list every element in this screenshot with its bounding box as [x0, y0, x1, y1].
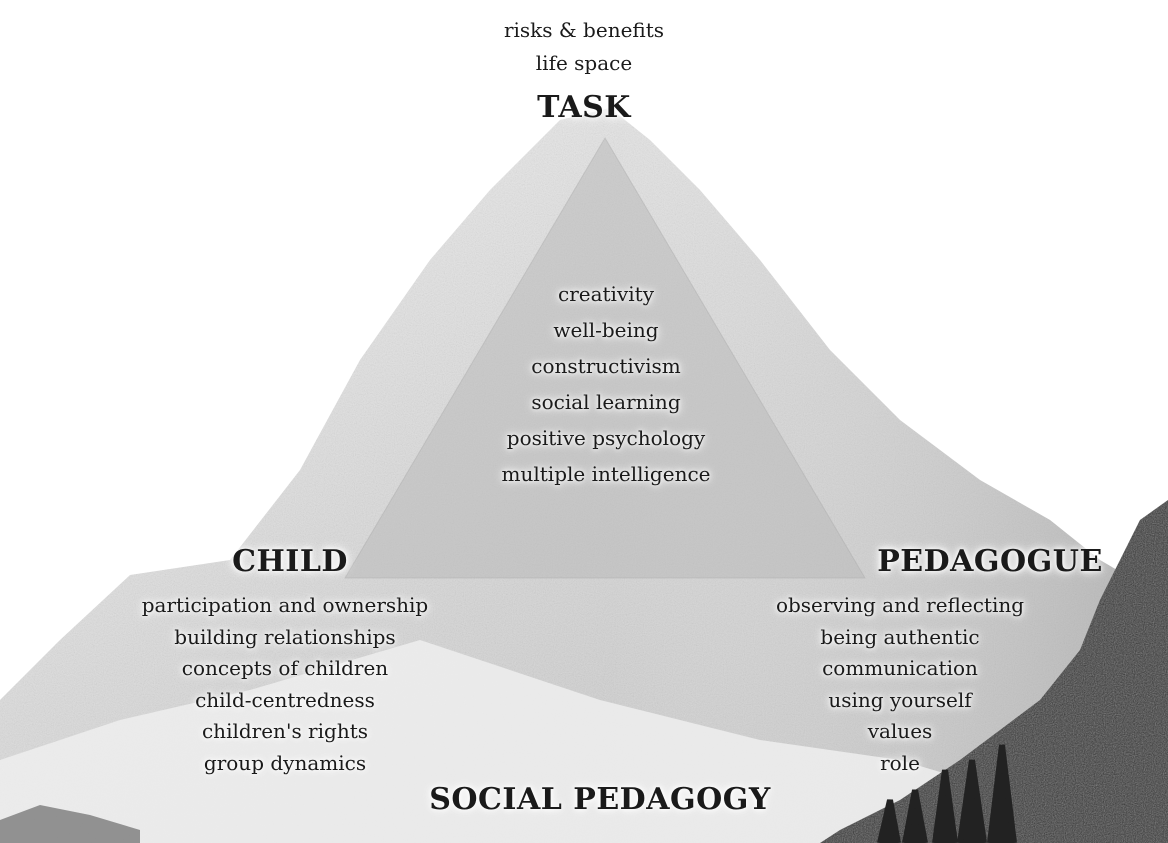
child-heading: CHILD — [232, 544, 348, 579]
pedagogue-item: role — [880, 750, 920, 775]
concept-item: creativity — [558, 282, 654, 306]
concept-item: positive psychology — [506, 426, 706, 450]
child-item: child-centredness — [195, 687, 375, 712]
pedagogue-item: being authentic — [820, 624, 980, 649]
concept-item: constructivism — [531, 354, 681, 378]
center-concepts: creativity well-being constructivism soc… — [0, 276, 1168, 492]
task-note: life space — [535, 51, 633, 75]
pedagogue-heading: PEDAGOGUE — [877, 544, 1103, 579]
child-item: building relationships — [174, 624, 396, 649]
concept-item: well-being — [553, 318, 659, 342]
child-item: group dynamics — [203, 750, 367, 775]
triangle-overlay — [344, 137, 866, 579]
snowfield — [0, 640, 1000, 843]
task-notes: risks & benefits life space — [0, 14, 1168, 80]
mountain-shadow — [605, 108, 1168, 843]
child-item: participation and ownership — [141, 593, 429, 617]
pedagogue-item: communication — [822, 656, 978, 680]
pedagogue-concepts: observing and reflecting being authentic… — [735, 590, 1065, 779]
concept-item: social learning — [531, 390, 681, 414]
pedagogue-item: using yourself — [828, 687, 972, 712]
forest-silhouette — [820, 500, 1168, 843]
rock-outcrop — [0, 805, 140, 843]
concept-item: multiple intelligence — [501, 462, 711, 486]
child-item: concepts of children — [181, 656, 389, 680]
pedagogue-item: observing and reflecting — [775, 593, 1025, 617]
pedagogue-item: values — [867, 719, 933, 743]
social-pedagogy-heading: SOCIAL PEDAGOGY — [429, 782, 771, 817]
task-heading: TASK — [537, 90, 631, 125]
task-note: risks & benefits — [503, 18, 665, 42]
child-concepts: participation and ownership building rel… — [110, 590, 460, 779]
child-item: children's rights — [201, 719, 368, 743]
tree-line — [877, 744, 1017, 843]
